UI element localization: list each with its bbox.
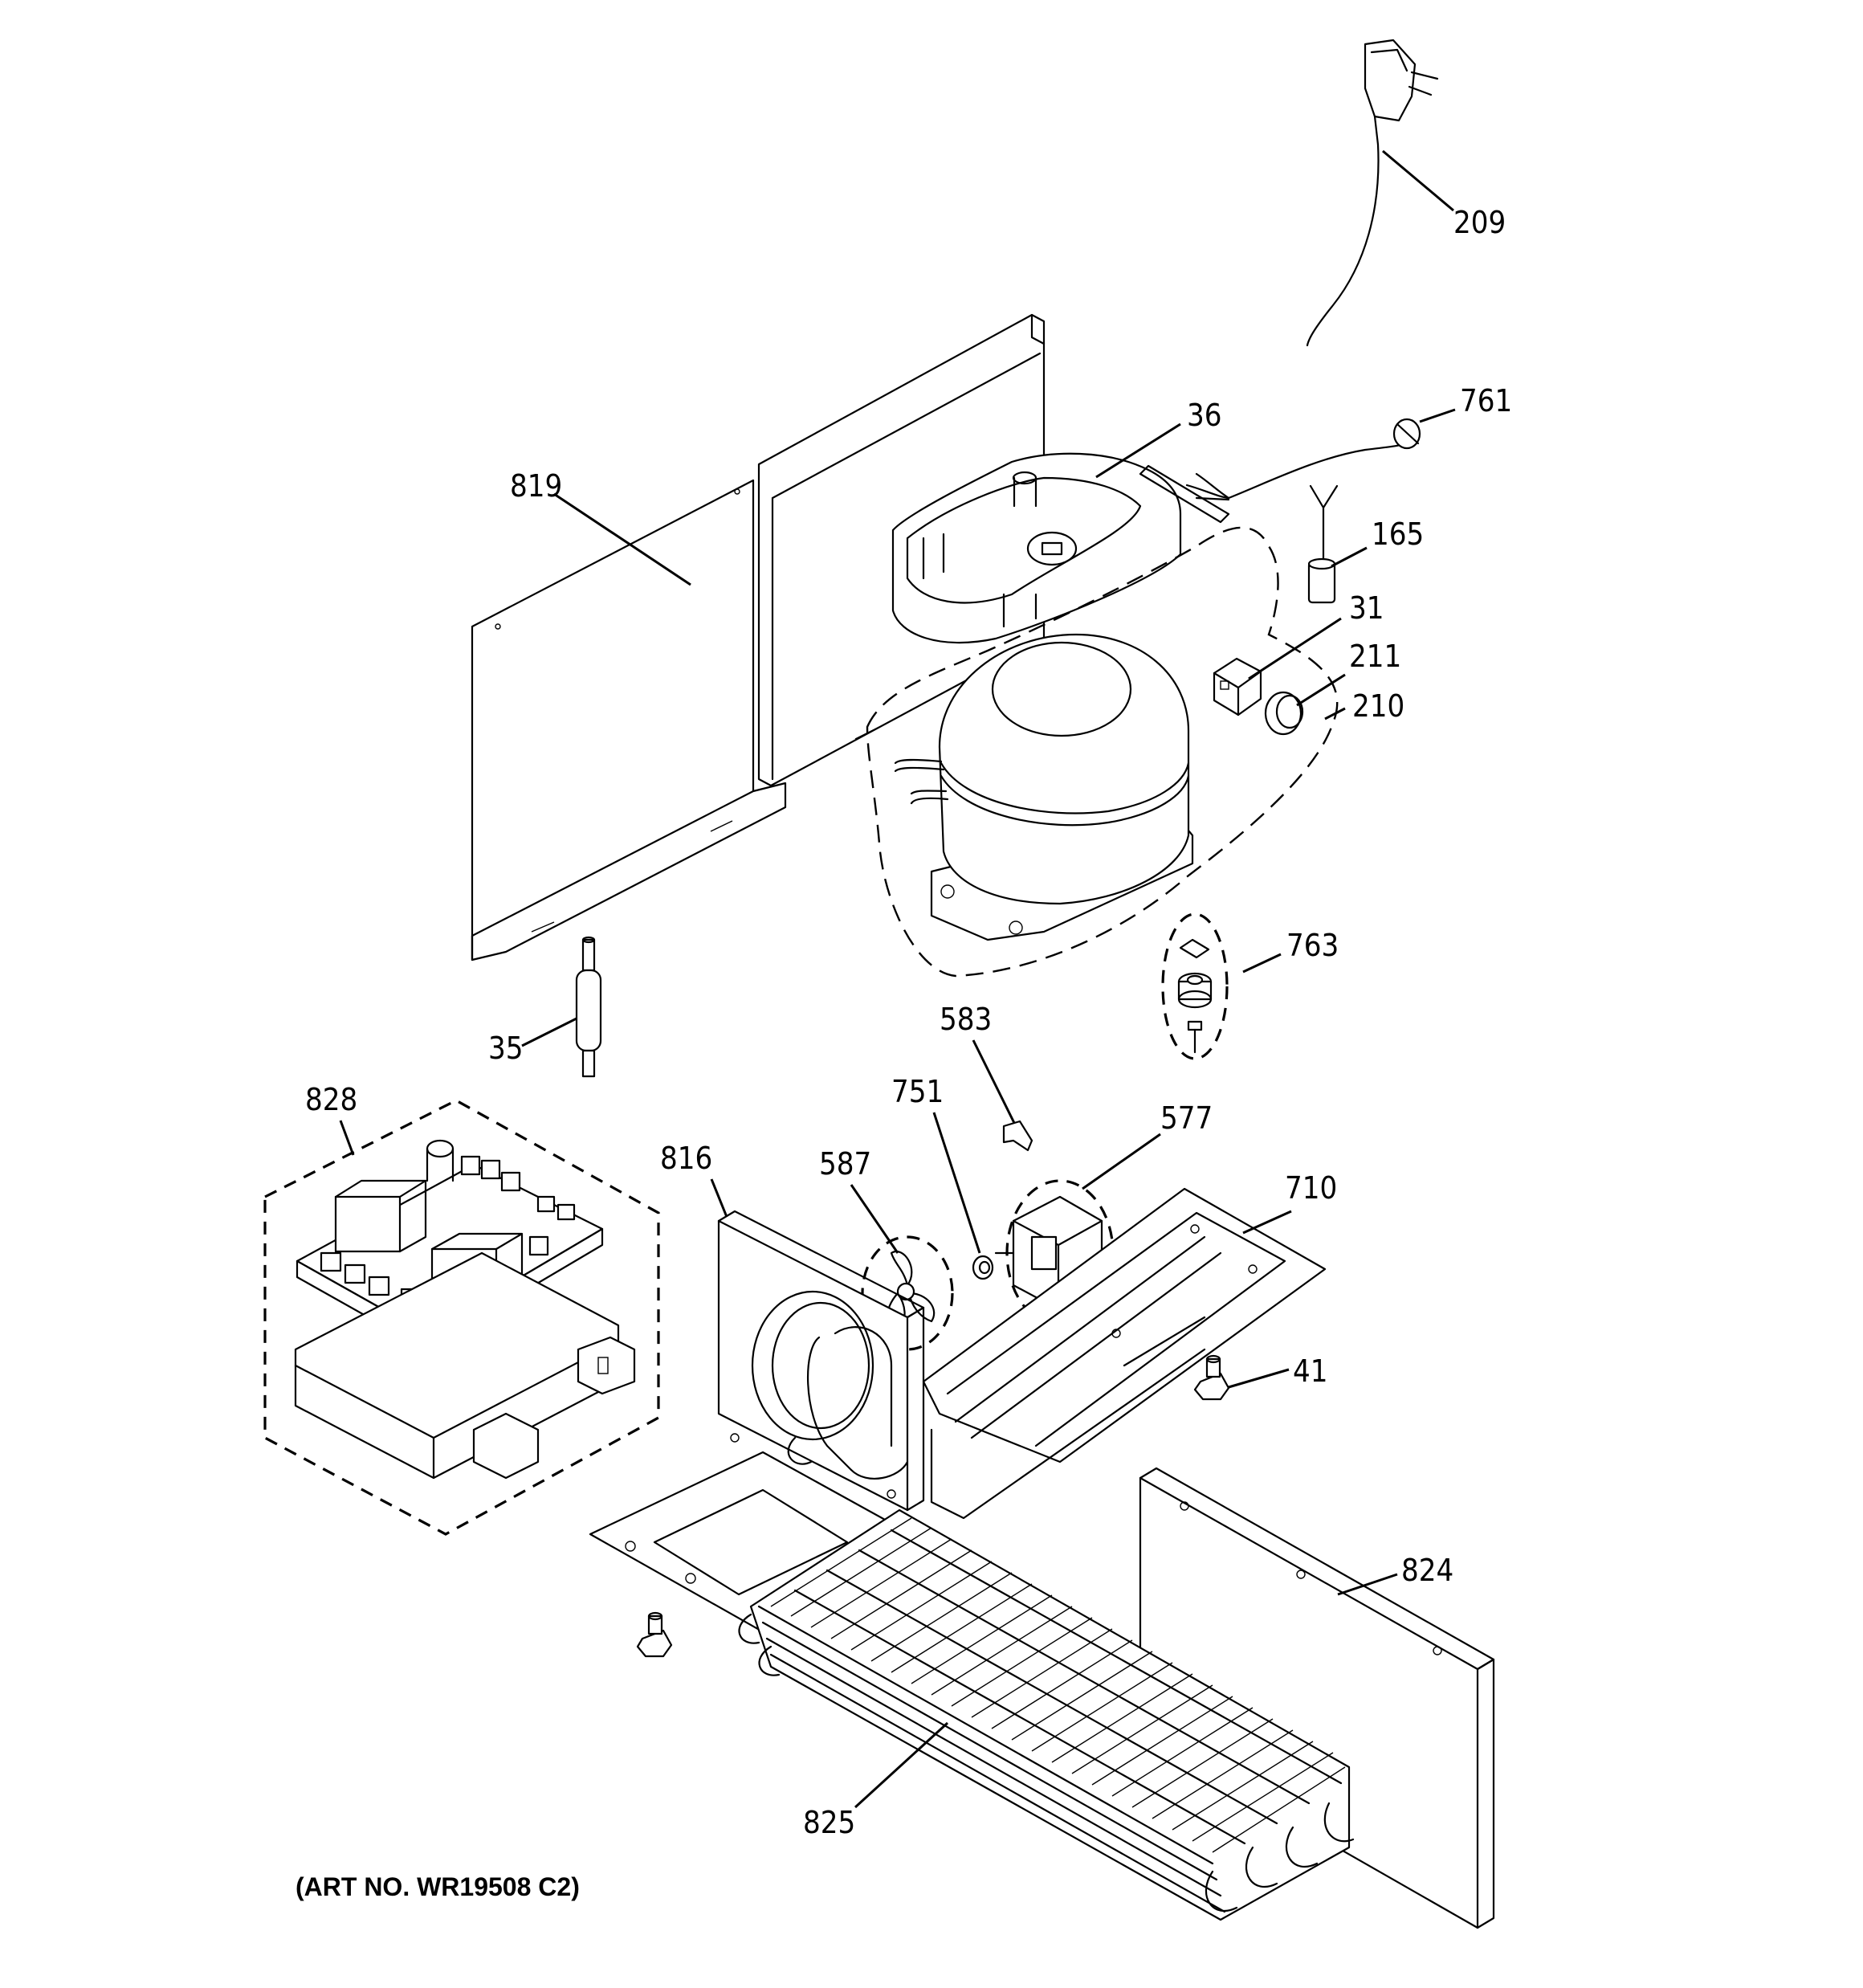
fan-washer-part[interactable] bbox=[972, 1255, 994, 1280]
callout-819: 819 bbox=[510, 468, 562, 504]
side-panel-part[interactable] bbox=[1139, 1467, 1495, 1929]
callout-825: 825 bbox=[803, 1805, 855, 1840]
overload-protector-part[interactable] bbox=[1264, 691, 1304, 736]
control-board-part[interactable] bbox=[263, 1099, 660, 1536]
callout-751: 751 bbox=[891, 1074, 944, 1109]
compressor-group-outline bbox=[866, 526, 1339, 978]
mounting-hardware-part[interactable] bbox=[1161, 912, 1229, 1060]
callout-583: 583 bbox=[940, 1002, 992, 1037]
callout-41: 41 bbox=[1293, 1353, 1328, 1389]
callout-710: 710 bbox=[1285, 1170, 1337, 1206]
screw-part[interactable] bbox=[1193, 1354, 1230, 1401]
callout-210: 210 bbox=[1352, 688, 1404, 724]
clip-part[interactable] bbox=[1002, 1120, 1033, 1152]
wire-harness-part[interactable] bbox=[1185, 418, 1421, 501]
screw-part-2 bbox=[636, 1611, 673, 1658]
callout-211: 211 bbox=[1349, 639, 1401, 674]
relay-part[interactable] bbox=[1213, 657, 1262, 716]
base-rail-part[interactable] bbox=[922, 1187, 1327, 1520]
condenser-part[interactable] bbox=[738, 1326, 1355, 1921]
callout-165: 165 bbox=[1372, 516, 1424, 552]
callout-587: 587 bbox=[819, 1146, 871, 1182]
callout-35: 35 bbox=[488, 1031, 524, 1066]
art-number-caption: (ART NO. WR19508 C2) bbox=[296, 1872, 580, 1901]
callout-763: 763 bbox=[1286, 928, 1339, 963]
capacitor-part[interactable] bbox=[1307, 484, 1339, 604]
callout-828: 828 bbox=[305, 1082, 357, 1117]
compressor-part[interactable] bbox=[894, 464, 1230, 941]
callout-824: 824 bbox=[1401, 1553, 1453, 1588]
back-panel-part[interactable] bbox=[471, 479, 787, 961]
callout-577: 577 bbox=[1160, 1100, 1213, 1136]
callout-31: 31 bbox=[1349, 590, 1384, 626]
callout-209: 209 bbox=[1453, 205, 1506, 240]
callout-816: 816 bbox=[660, 1141, 712, 1176]
callout-36: 36 bbox=[1187, 398, 1222, 433]
drier-part[interactable] bbox=[575, 936, 602, 1078]
power-cord-part[interactable] bbox=[1306, 39, 1439, 347]
callout-761: 761 bbox=[1460, 383, 1512, 418]
leader-lines bbox=[339, 149, 1456, 1809]
compressor-tray-part[interactable] bbox=[891, 452, 1182, 644]
